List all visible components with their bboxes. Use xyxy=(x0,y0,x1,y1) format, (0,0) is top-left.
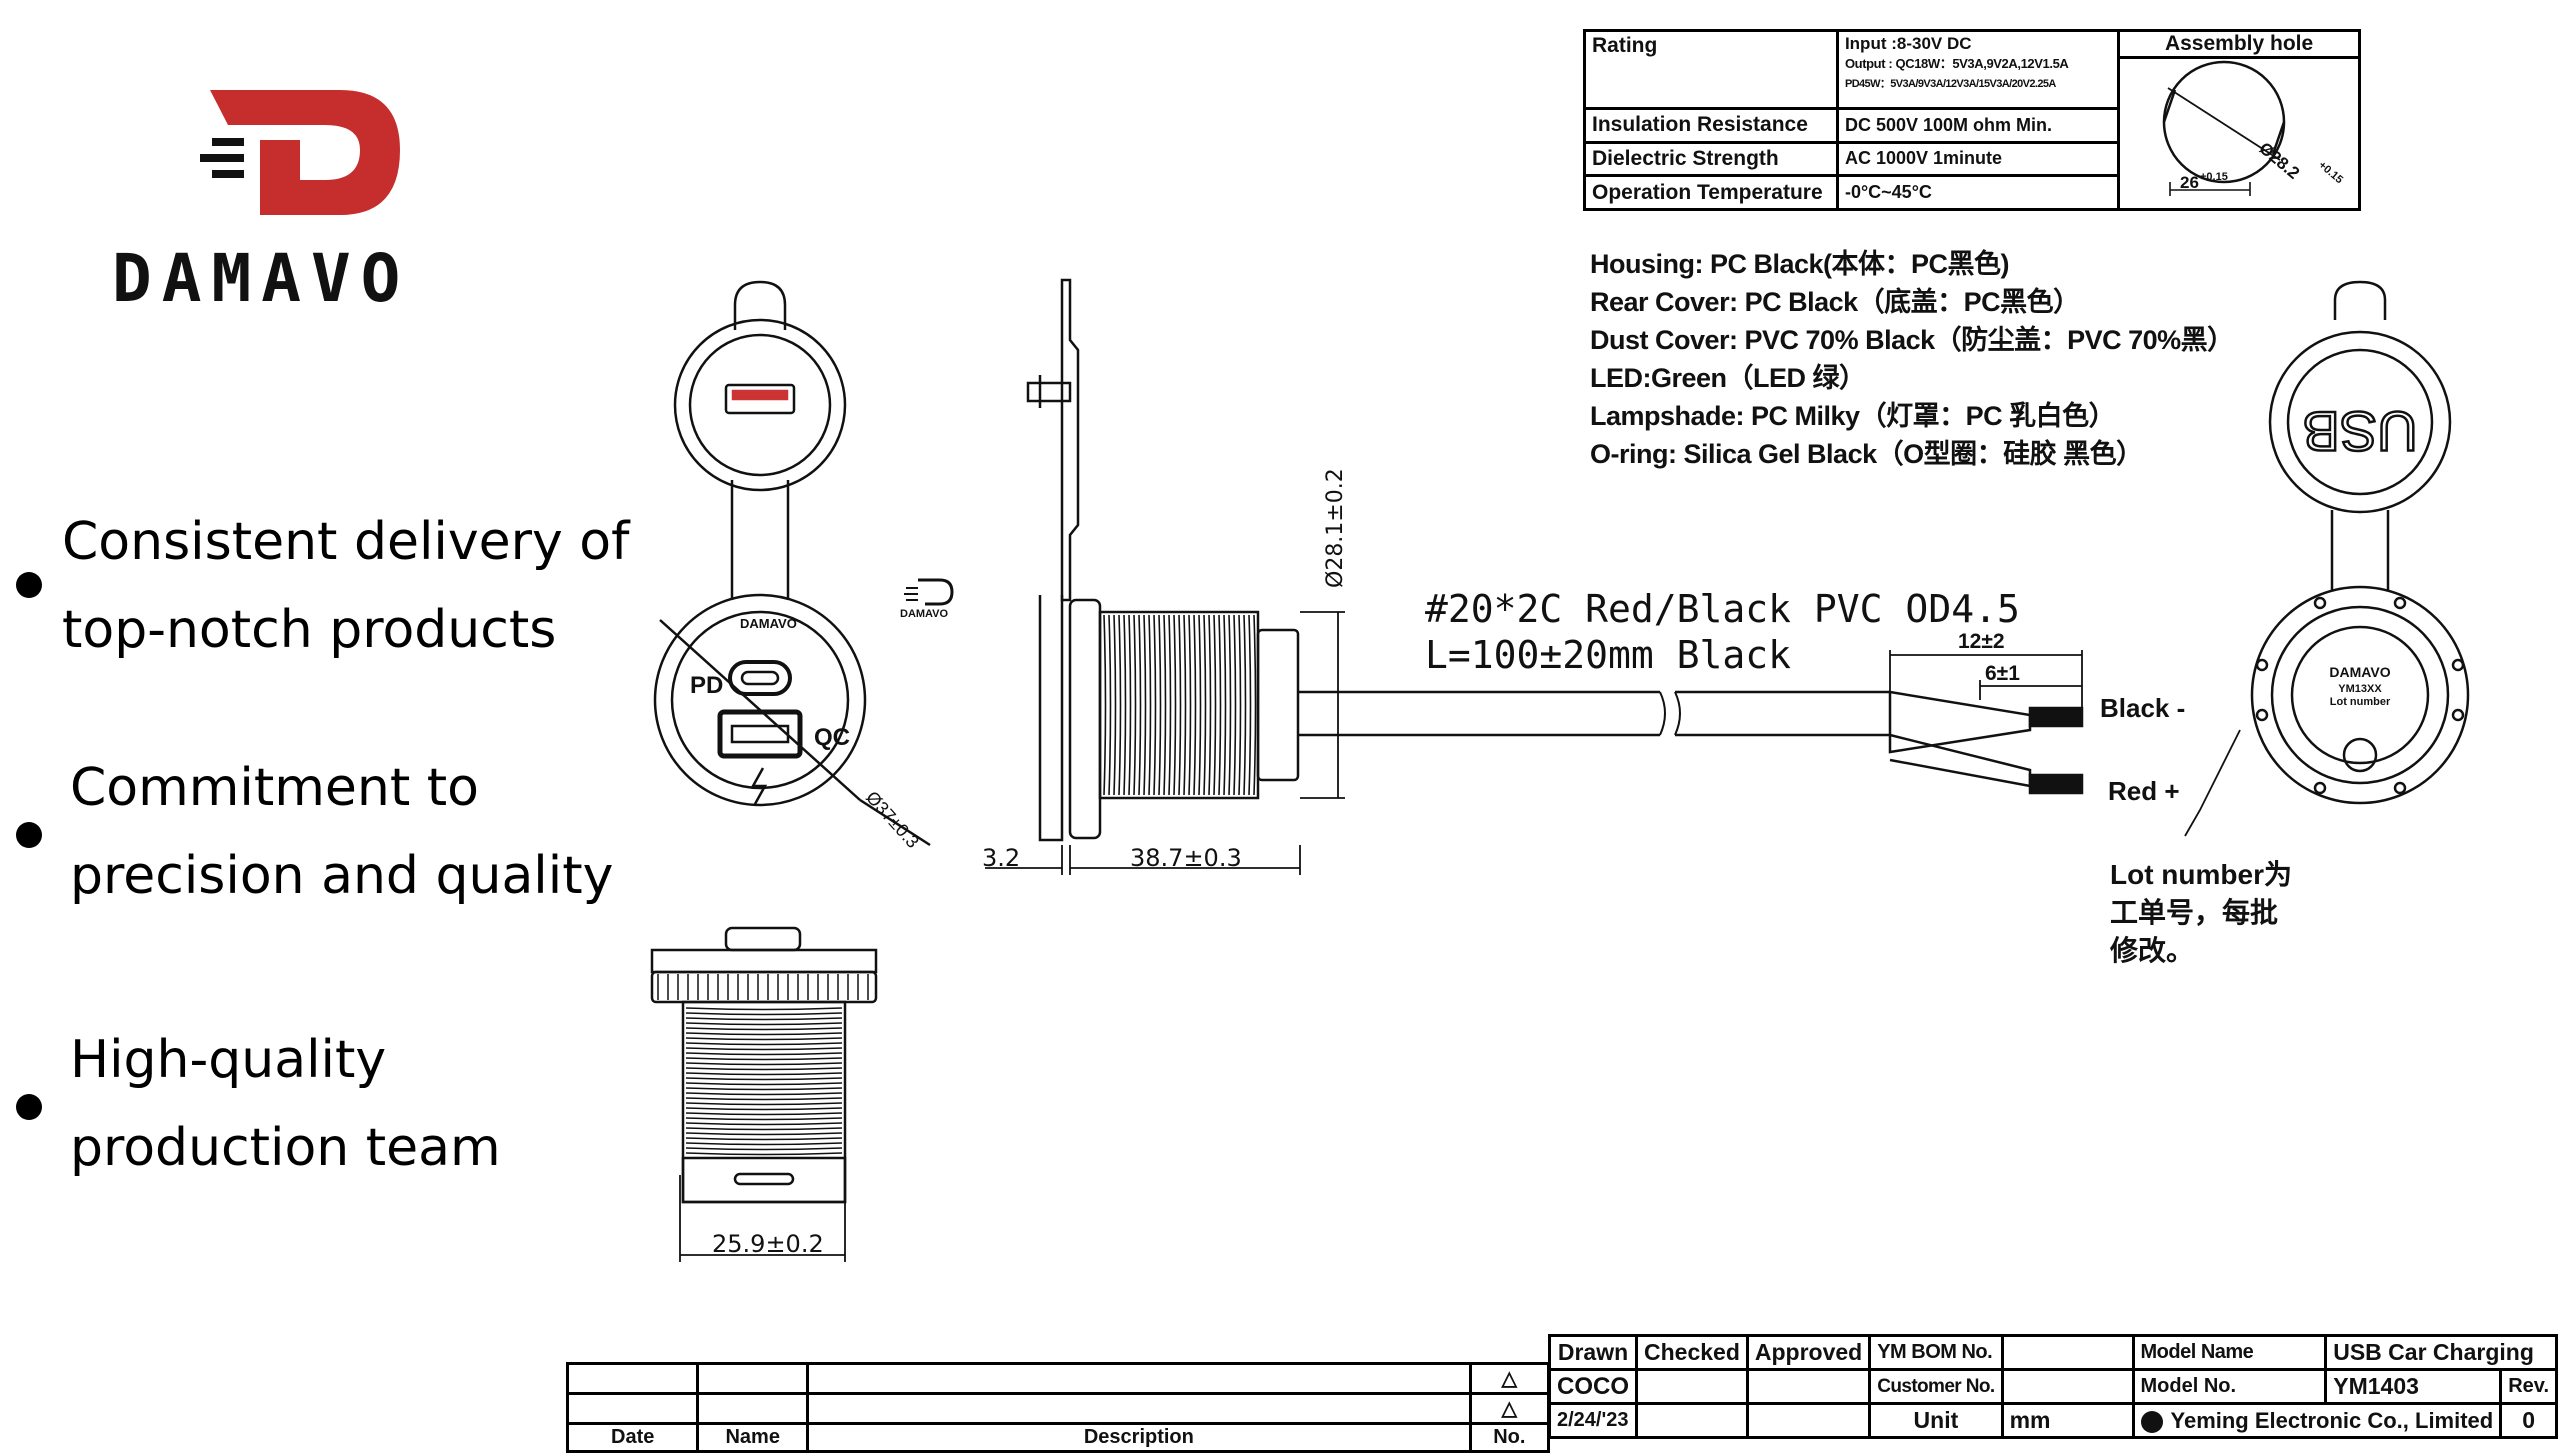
feature-line: High-quality xyxy=(70,1030,387,1090)
customer-label: Customer No. xyxy=(1868,1368,2004,1405)
col-name: Name xyxy=(696,1422,810,1453)
feature-item: Commitment to precision and quality xyxy=(70,744,613,920)
dimension-lines xyxy=(679,611,2241,1262)
model-name-label: Model Name xyxy=(2131,1334,2328,1371)
material-item: Lampshade: PC Milky（灯罩：PC 乳白色） xyxy=(1590,401,2116,431)
bottom-width-label: 25.9±0.2 xyxy=(712,1230,824,1258)
front-diameter-label: Ø37±0.3 xyxy=(862,787,923,852)
mini-logo-label: DAMAVO xyxy=(740,616,797,631)
lot-note-line: Lot number为 xyxy=(2110,859,2292,890)
material-item: LED:Green（LED 绿） xyxy=(1590,363,1866,393)
dielectric-label: Dielectric Strength xyxy=(1583,140,1839,178)
unit-value: mm xyxy=(2000,1402,2135,1439)
drawn-by-value: COCO xyxy=(1548,1368,1638,1405)
small-logo-icon: DAMAVO xyxy=(900,578,954,620)
material-item: Dust Cover: PVC 70% Black（防尘盖：PVC 70%黑） xyxy=(1590,325,2234,355)
strip-outer-label: 12±2 xyxy=(1958,630,2005,653)
front-view: DAMAVO xyxy=(653,280,931,847)
model-name-value: USB Car Charging xyxy=(2324,1334,2558,1371)
col-no: No. xyxy=(1468,1422,1551,1453)
svg-text:DAMAVO: DAMAVO xyxy=(900,608,949,620)
rear-lot-label: Lot number xyxy=(2330,696,2391,708)
rating-output-qc: Output : QC18W：5V3A,9V2A,12V1.5A xyxy=(1844,56,2069,71)
strip-inner-label: 6±1 xyxy=(1985,662,2020,685)
assembly-hole-cell: Assembly hole xyxy=(2117,29,2361,211)
rev-value: 0 xyxy=(2499,1402,2558,1439)
brand-wordmark: DAMAVO xyxy=(112,240,411,317)
approved-label: Approved xyxy=(1745,1334,1872,1371)
rating-input: Input :8-30V DC xyxy=(1844,34,1972,53)
insulation-value: DC 500V 100M ohm Min. xyxy=(1835,107,2121,144)
bottom-view xyxy=(650,926,878,1204)
col-date: Date xyxy=(565,1422,700,1453)
temperature-value: -0°C~45°C xyxy=(1835,174,2121,211)
date-value: 2/24/'23 xyxy=(1548,1402,1638,1439)
rear-view xyxy=(2250,280,2470,805)
insulation-label: Insulation Resistance xyxy=(1583,107,1839,144)
feature-line: precision and quality xyxy=(70,846,614,906)
side-view xyxy=(1026,278,2084,842)
feature-line: top-notch products xyxy=(62,600,557,660)
material-item: Rear Cover: PC Black（底盖：PC黑色） xyxy=(1590,287,2080,317)
company-cell: Yeming Electronic Co., Limited xyxy=(2131,1402,2503,1439)
temperature-label: Operation Temperature xyxy=(1583,174,1839,211)
lot-note-line: 工单号，每批 xyxy=(2110,896,2278,928)
feature-line: Consistent delivery of xyxy=(62,512,630,572)
flange-thickness-label: 3.2 xyxy=(982,844,1020,872)
drawn-label: Drawn xyxy=(1548,1334,1638,1371)
cable-length-label: L=100±20mm Black xyxy=(1425,633,1791,677)
company-logo-icon xyxy=(2140,1410,2163,1433)
rev-label: Rev. xyxy=(2499,1368,2558,1405)
unit-label: Unit xyxy=(1868,1402,2004,1439)
black-wire-label: Black - xyxy=(2100,693,2185,723)
triangle-icon: △ xyxy=(1468,1362,1551,1395)
bullet-dot xyxy=(16,822,42,848)
material-item: Housing: PC Black(本体：PC黑色) xyxy=(1590,249,2010,279)
company-name: Yeming Electronic Co., Limited xyxy=(2170,1407,2494,1433)
revision-table: △ △ Date Name Description No. xyxy=(565,1362,1551,1453)
rear-brand-label: DAMAVO xyxy=(2329,664,2390,680)
red-wire-label: Red + xyxy=(2108,776,2180,806)
feature-item: Consistent delivery of top-notch product… xyxy=(62,498,629,674)
body-length-label: 38.7±0.3 xyxy=(1130,844,1242,872)
spec-table: Rating Input :8-30V DC Output : QC18W：5V… xyxy=(1583,29,2361,211)
feature-item: High-quality production team xyxy=(70,1016,501,1192)
rear-model-label: YM13XX xyxy=(2338,683,2382,695)
dielectric-value: AC 1000V 1minute xyxy=(1835,140,2121,178)
cap-usb-label: USB xyxy=(2302,400,2417,463)
rating-values: Input :8-30V DC Output : QC18W：5V3A,9V2A… xyxy=(1835,29,2121,110)
checked-label: Checked xyxy=(1635,1334,1749,1371)
damavo-logo-icon xyxy=(200,90,400,215)
side-diameter-label: Ø28.1±0.2 xyxy=(1323,468,1348,588)
material-item: O-ring: Silica Gel Black（O型圈：硅胶 黑色） xyxy=(1590,439,2143,469)
cable-spec-label: #20*2C Red/Black PVC OD4.5 xyxy=(1425,587,2020,631)
bullet-dot xyxy=(16,1094,42,1120)
assembly-hole-label: Assembly hole xyxy=(2120,32,2358,59)
model-no-label: Model No. xyxy=(2131,1368,2328,1405)
pd-port-label: PD xyxy=(690,672,723,699)
materials-list: Housing: PC Black(本体：PC黑色) Rear Cover: P… xyxy=(1590,245,2234,473)
feature-line: Commitment to xyxy=(70,758,479,818)
feature-line: production team xyxy=(70,1118,501,1178)
qc-port-label: QC xyxy=(814,724,850,751)
triangle-icon: △ xyxy=(1468,1392,1551,1425)
title-block: Drawn Checked Approved YM BOM No. Model … xyxy=(1548,1334,2558,1439)
model-no-value: YM1403 xyxy=(2324,1368,2503,1405)
bullet-dot xyxy=(16,572,42,598)
rating-label: Rating xyxy=(1583,29,1839,110)
rating-output-pd: PD45W：5V3A/9V3A/12V3A/15V3A/20V2.25A xyxy=(1844,78,2056,90)
bom-label: YM BOM No. xyxy=(1868,1334,2004,1371)
col-description: Description xyxy=(806,1422,1472,1453)
lot-note-line: 修改。 xyxy=(2109,935,2194,966)
